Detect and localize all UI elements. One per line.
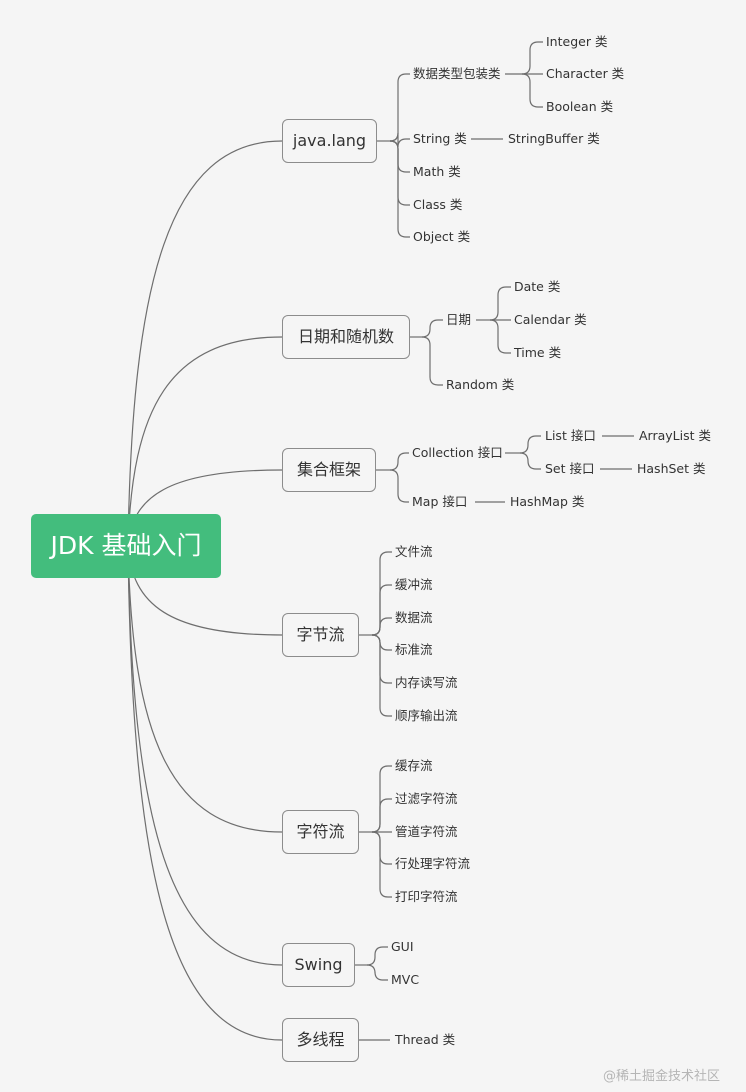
char-stream-connector [371,798,392,833]
node-filter-char-stream[interactable]: 过滤字符流 [395,791,458,806]
date-connector [489,319,511,354]
node-collection[interactable]: Collection 接口 [412,445,503,460]
branch-swing[interactable]: Swing [282,943,355,987]
node-print-char-stream[interactable]: 打印字符流 [395,889,458,904]
branch-java-lang[interactable]: java.lang [282,119,377,163]
node-wrapper-classes[interactable]: 数据类型包装类 [413,66,501,81]
node-buffered-stream[interactable]: 缓冲流 [395,577,433,592]
root-branch-connector [127,545,283,966]
node-time[interactable]: Time 类 [514,345,562,360]
java-lang-connector [389,140,410,206]
node-integer[interactable]: Integer 类 [546,34,608,49]
node-set[interactable]: Set 接口 [545,461,595,476]
node-line-char-stream[interactable]: 行处理字符流 [395,856,471,871]
node-string[interactable]: String 类 [413,131,467,146]
root-branch-connector [127,545,283,1041]
node-file-stream[interactable]: 文件流 [395,544,433,559]
wrapper-connector [521,73,543,108]
node-sequence-stream[interactable]: 顺序输出流 [395,708,458,723]
node-calendar[interactable]: Calendar 类 [514,312,587,327]
node-arraylist[interactable]: ArrayList 类 [639,428,711,443]
swing-connector [366,964,388,981]
char-stream-connector [371,831,392,898]
node-boolean[interactable]: Boolean 类 [546,99,614,114]
byte-stream-connector [371,584,392,636]
swing-connector [366,946,388,966]
node-random[interactable]: Random 类 [446,377,515,392]
byte-stream-connector [371,551,392,636]
node-hashmap[interactable]: HashMap 类 [510,494,585,509]
node-pipe-char-stream[interactable]: 管道字符流 [395,824,458,839]
byte-stream-connector [371,634,392,717]
root-branch-connector [127,545,283,833]
root-branch-connector [127,140,283,547]
collection-connector [389,452,409,471]
java-lang-connector [389,140,410,238]
java-lang-connector [389,73,410,142]
node-standard-stream[interactable]: 标准流 [395,642,433,657]
node-hashset[interactable]: HashSet 类 [637,461,706,476]
branch-byte-stream[interactable]: 字节流 [282,613,359,657]
branch-multithread[interactable]: 多线程 [282,1018,359,1062]
node-object[interactable]: Object 类 [413,229,471,244]
collection-interface-connector [519,452,541,470]
watermark: @稀土掘金技术社区 [603,1069,721,1084]
node-data-stream[interactable]: 数据流 [395,610,433,625]
node-thread[interactable]: Thread 类 [395,1032,456,1047]
date-random-connector [421,336,443,386]
date-connector [489,286,511,321]
node-date-group[interactable]: 日期 [446,312,472,327]
collection-connector [389,469,409,503]
java-lang-connector [389,132,410,148]
byte-stream-connector [371,634,392,651]
java-lang-connector [389,140,410,173]
node-date[interactable]: Date 类 [514,279,561,294]
branch-char-stream[interactable]: 字符流 [282,810,359,854]
node-cache-stream[interactable]: 缓存流 [395,758,433,773]
node-memory-stream[interactable]: 内存读写流 [395,675,458,690]
node-stringbuffer[interactable]: StringBuffer 类 [508,131,600,146]
node-mvc[interactable]: MVC [391,972,420,987]
byte-stream-connector [371,634,392,684]
root-branch-connector [127,336,283,547]
char-stream-connector [371,831,392,865]
byte-stream-connector [371,617,392,636]
node-gui[interactable]: GUI [391,939,414,954]
wrapper-connector [521,41,543,75]
node-math[interactable]: Math 类 [413,164,461,179]
node-character[interactable]: Character 类 [546,66,625,81]
collection-interface-connector [519,435,541,454]
node-map[interactable]: Map 接口 [412,494,468,509]
date-random-connector [421,319,443,338]
root-node[interactable]: JDK 基础入门 [31,514,221,578]
node-class[interactable]: Class 类 [413,197,463,212]
branch-date-random[interactable]: 日期和随机数 [282,315,410,359]
branch-collections[interactable]: 集合框架 [282,448,376,492]
node-list[interactable]: List 接口 [545,428,596,443]
